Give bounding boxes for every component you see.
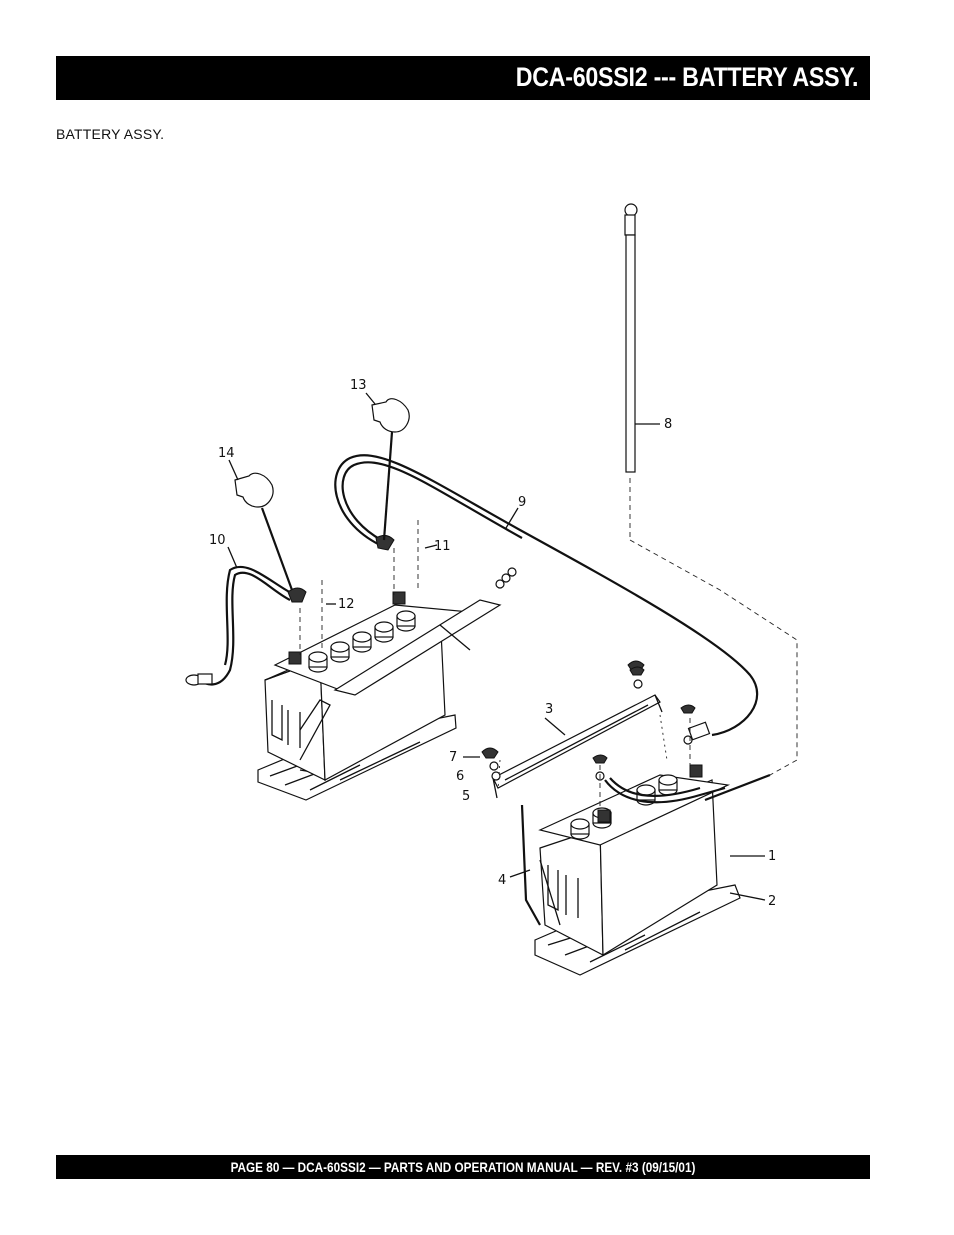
hardware-nuts xyxy=(495,567,696,781)
right-battery xyxy=(520,764,741,976)
callout-11: 11 xyxy=(434,539,451,554)
page-title-bar: DCA-60SSI2 --- BATTERY ASSY. xyxy=(56,56,870,100)
left-battery xyxy=(257,591,502,801)
callout-3: 3 xyxy=(545,702,553,717)
jumper-cable-right xyxy=(604,777,726,804)
page-footer: PAGE 80 — DCA-60SSI2 — PARTS AND OPERATI… xyxy=(230,1159,696,1175)
callout-6: 6 xyxy=(456,769,464,784)
section-title: BATTERY ASSY. xyxy=(56,126,165,142)
callout-7: 7 xyxy=(449,750,457,765)
callout-labels: 1 2 3 4 5 6 7 8 9 10 11 12 13 14 xyxy=(209,378,776,909)
terminal-cover-13 xyxy=(371,398,410,541)
callout-2: 2 xyxy=(768,894,776,909)
page-title: DCA-60SSI2 --- BATTERY ASSY. xyxy=(515,62,859,92)
callout-8: 8 xyxy=(664,417,672,432)
callout-9: 9 xyxy=(518,495,526,510)
left-battery-caps xyxy=(308,610,416,673)
page-footer-bar: PAGE 80 — DCA-60SSI2 — PARTS AND OPERATI… xyxy=(56,1155,870,1179)
cable-9 xyxy=(334,454,759,741)
hold-down-bar xyxy=(481,660,663,799)
assembly-guides xyxy=(299,520,691,810)
callout-14: 14 xyxy=(218,446,235,461)
callout-10: 10 xyxy=(209,533,226,548)
callout-1: 1 xyxy=(768,849,776,864)
callout-13: 13 xyxy=(350,378,367,393)
cable-10 xyxy=(185,565,307,686)
callout-4: 4 xyxy=(498,873,506,888)
terminal-cover-14 xyxy=(234,472,294,591)
cable-8 xyxy=(624,203,798,802)
callout-leaders xyxy=(227,392,766,901)
callout-5: 5 xyxy=(462,789,470,804)
callout-12: 12 xyxy=(338,597,355,612)
